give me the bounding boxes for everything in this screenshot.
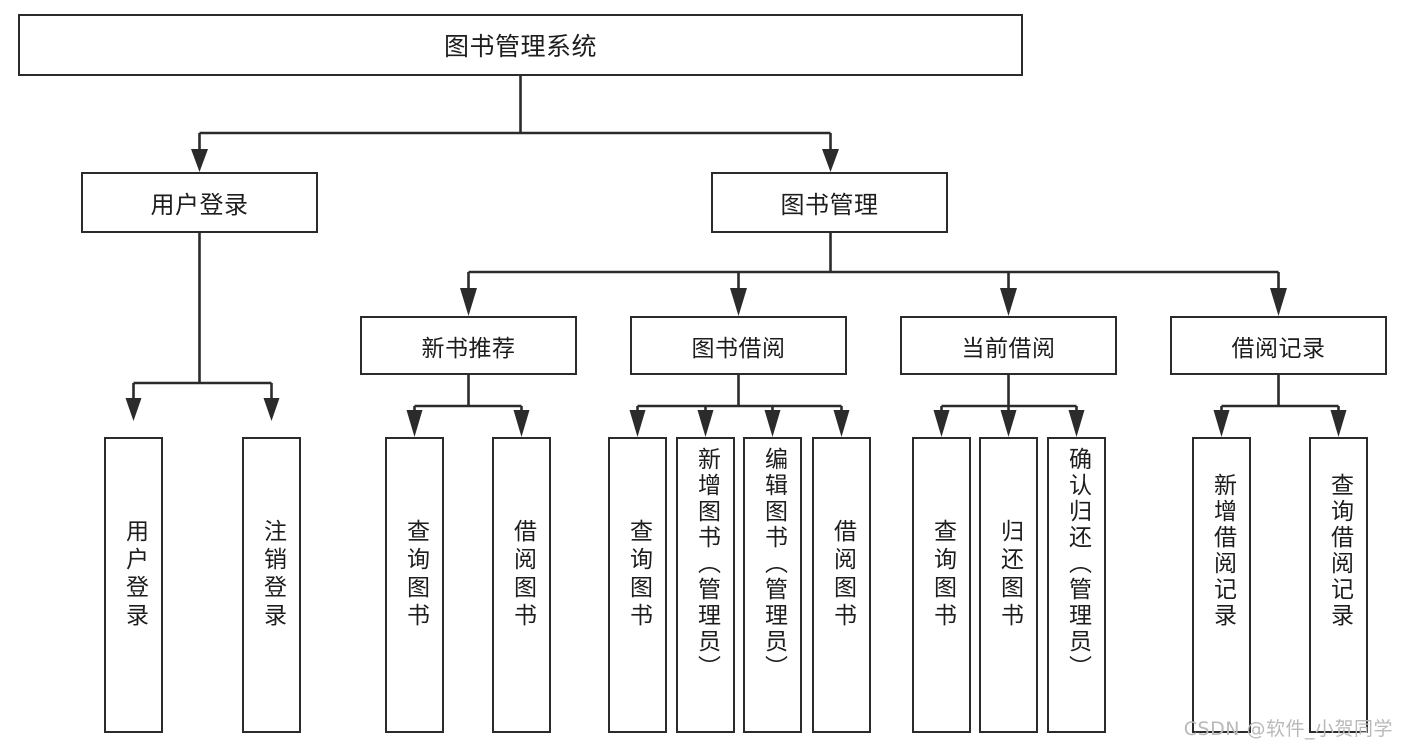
leaf-add-book-admin[interactable]: 新增图书（管理员）: [676, 437, 735, 733]
node-label: 查询图书: [625, 519, 652, 631]
node-label: 查询图书: [929, 519, 956, 631]
node-label: 图书借阅: [691, 335, 786, 362]
node-book-borrowing[interactable]: 图书借阅: [630, 316, 847, 375]
node-current-borrowing[interactable]: 当前借阅: [900, 316, 1117, 375]
node-label: 当前借阅: [961, 335, 1056, 362]
node-label: 借阅图书: [509, 519, 536, 631]
node-label: 用户登录: [150, 191, 249, 219]
leaf-add-borrow-record[interactable]: 新增借阅记录: [1192, 437, 1251, 733]
node-borrowing-records[interactable]: 借阅记录: [1170, 316, 1387, 375]
leaf-query-books-recommend[interactable]: 查询图书: [385, 437, 444, 733]
node-label: 新增图书（管理员）: [693, 447, 720, 681]
node-label: 图书管理系统: [443, 32, 597, 61]
leaf-confirm-return-admin[interactable]: 确认归还（管理员）: [1047, 437, 1106, 733]
leaf-borrow-books-borrow[interactable]: 借阅图书: [812, 437, 871, 733]
node-label: 查询借阅记录: [1326, 473, 1353, 629]
leaf-return-books[interactable]: 归还图书: [979, 437, 1038, 733]
node-label: 查询图书: [402, 519, 429, 631]
leaf-logout[interactable]: 注销登录: [242, 437, 301, 733]
csdn-watermark: CSDN @软件_小贺同学: [1183, 718, 1393, 740]
node-label: 借阅图书: [829, 519, 856, 631]
node-label: 图书管理: [780, 191, 879, 219]
node-label: 新书推荐: [421, 335, 516, 362]
leaf-borrow-books-recommend[interactable]: 借阅图书: [492, 437, 551, 733]
node-label: 编辑图书（管理员）: [760, 447, 787, 681]
node-label: 确认归还（管理员）: [1064, 447, 1091, 681]
node-label: 用户登录: [121, 519, 148, 631]
leaf-query-borrow-record[interactable]: 查询借阅记录: [1309, 437, 1368, 733]
node-root-system[interactable]: 图书管理系统: [18, 14, 1023, 76]
node-new-book-recommendation[interactable]: 新书推荐: [360, 316, 577, 375]
node-label: 注销登录: [259, 519, 286, 631]
node-user-login[interactable]: 用户登录: [81, 172, 318, 233]
node-label: 借阅记录: [1231, 335, 1326, 362]
node-label: 新增借阅记录: [1209, 473, 1236, 629]
leaf-query-books-current[interactable]: 查询图书: [912, 437, 971, 733]
leaf-user-login[interactable]: 用户登录: [104, 437, 163, 733]
leaf-query-books-borrow[interactable]: 查询图书: [608, 437, 667, 733]
node-book-management[interactable]: 图书管理: [711, 172, 948, 233]
node-label: 归还图书: [996, 519, 1023, 631]
leaf-edit-book-admin[interactable]: 编辑图书（管理员）: [743, 437, 802, 733]
